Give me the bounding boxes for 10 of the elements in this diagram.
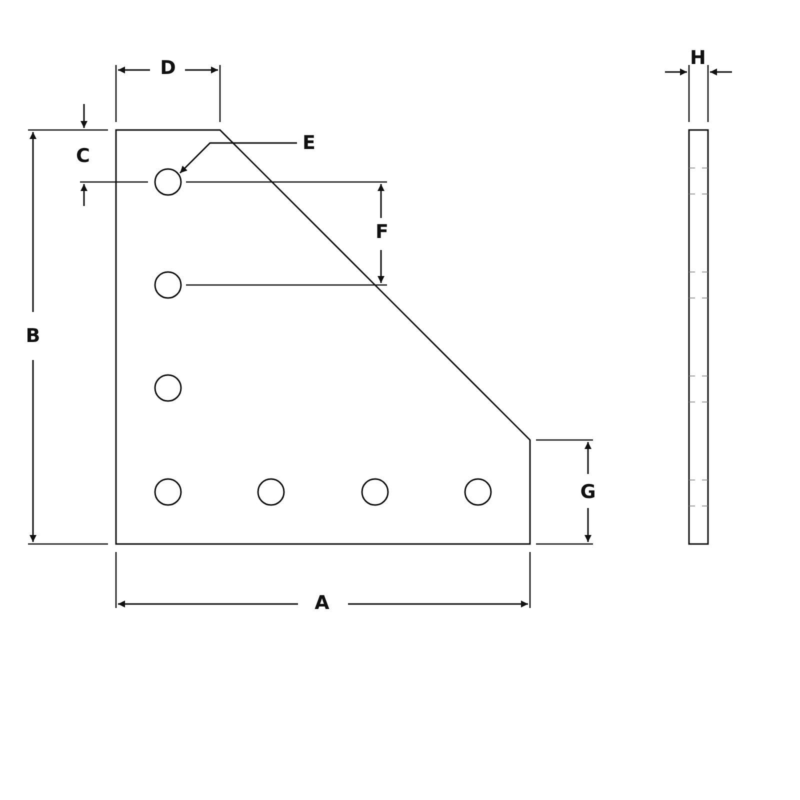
dimension-label: A bbox=[314, 593, 330, 613]
dimension-label: B bbox=[26, 326, 40, 346]
dimension-label: G bbox=[580, 482, 596, 502]
dimension-label: C bbox=[76, 146, 90, 166]
leader-line bbox=[179, 142, 297, 174]
dimension-label: D bbox=[160, 58, 176, 78]
dimension-label: E bbox=[302, 133, 316, 153]
dimension-label: H bbox=[690, 48, 706, 68]
dimension-label: F bbox=[376, 222, 388, 242]
hole bbox=[154, 168, 182, 196]
